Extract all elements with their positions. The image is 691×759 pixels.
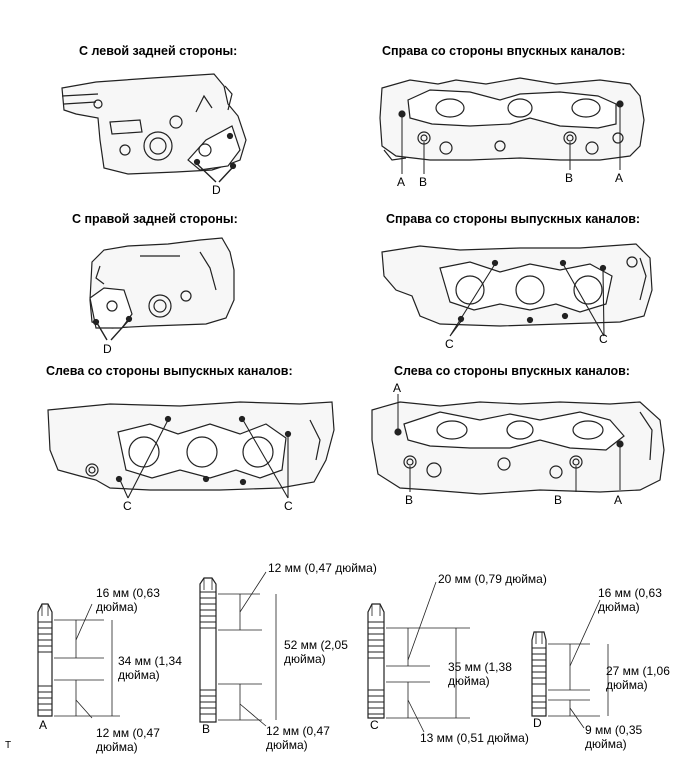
stud-c-mid-dimension: 35 мм (1,38 дюйма) (448, 660, 512, 688)
stud-d-bottom-dimension: 9 мм (0,35 дюйма) (585, 723, 643, 751)
stud-a-dimension-lines (54, 603, 120, 719)
callout-c-exhaust-left-2: C (284, 499, 293, 513)
stud-d-top-dimension: 16 мм (0,63 дюйма) (598, 586, 662, 614)
view-title-right-rear: С правой задней стороны: (72, 212, 238, 226)
stud-a-top-dimension: 16 мм (0,63 дюйма) (96, 586, 160, 614)
view-title-intake-right: Справа со стороны впускных каналов: (382, 44, 626, 58)
stud-d-dimension-lines (548, 599, 609, 729)
stud-a-mid-dimension: 34 мм (1,34 дюйма) (118, 654, 182, 682)
callout-a-intake-right-1: A (397, 175, 406, 189)
stud-b-drawing (199, 577, 217, 723)
exhaust-left-view-drawing (47, 401, 335, 499)
callout-d-left-rear: D (212, 183, 221, 197)
stud-c-top-dimension: 20 мм (0,79 дюйма) (438, 572, 547, 586)
stud-a-bottom-dimension: 12 мм (0,47 дюйма) (96, 726, 160, 754)
stud-c-label: C (370, 718, 379, 732)
corner-mark: T (5, 740, 12, 751)
callout-c-exhaust-right-1: C (445, 337, 454, 351)
intake-left-view-drawing (371, 394, 665, 495)
callout-b-intake-left-1: B (405, 493, 414, 507)
callout-a-intake-left-1: A (393, 381, 402, 395)
callout-d-right-rear: D (103, 342, 112, 356)
stud-d-label: D (533, 716, 542, 730)
stud-d-drawing (531, 631, 547, 717)
callout-c-exhaust-right-2: C (599, 332, 608, 346)
stud-c-bottom-dimension: 13 мм (0,51 дюйма) (420, 731, 529, 745)
stud-b-dimension-lines (218, 571, 277, 727)
callout-b-intake-right-1: B (419, 175, 428, 189)
stud-c-drawing (367, 603, 385, 719)
callout-b-intake-right-2: B (565, 171, 574, 185)
stud-b-label: B (202, 722, 211, 736)
callout-a-intake-right-2: A (615, 171, 624, 185)
intake-right-view-drawing (379, 77, 645, 174)
view-title-exhaust-right: Справа со стороны выпускных каналов: (386, 212, 641, 226)
stud-c-dimension-lines (386, 581, 470, 733)
right-rear-view-drawing (89, 237, 235, 341)
stud-a-drawing (37, 603, 53, 717)
callout-b-intake-left-2: B (554, 493, 563, 507)
stud-b-mid-dimension: 52 мм (2,05 дюйма) (284, 638, 348, 666)
callout-a-intake-left-2: A (614, 493, 623, 507)
stud-b-bottom-dimension: 12 мм (0,47 дюйма) (266, 724, 330, 752)
exhaust-right-view-drawing (381, 243, 653, 337)
view-title-exhaust-left: Слева со стороны выпускных каналов: (46, 364, 293, 378)
view-title-intake-left: Слева со стороны впускных каналов: (394, 364, 630, 378)
callout-c-exhaust-left-1: C (123, 499, 132, 513)
stud-d-mid-dimension: 27 мм (1,06 дюйма) (606, 664, 670, 692)
stud-a-label: A (39, 718, 48, 732)
stud-b-top-dimension: 12 мм (0,47 дюйма) (268, 561, 377, 575)
view-title-left-rear: С левой задней стороны: (79, 44, 238, 58)
left-rear-view-drawing (61, 73, 247, 183)
